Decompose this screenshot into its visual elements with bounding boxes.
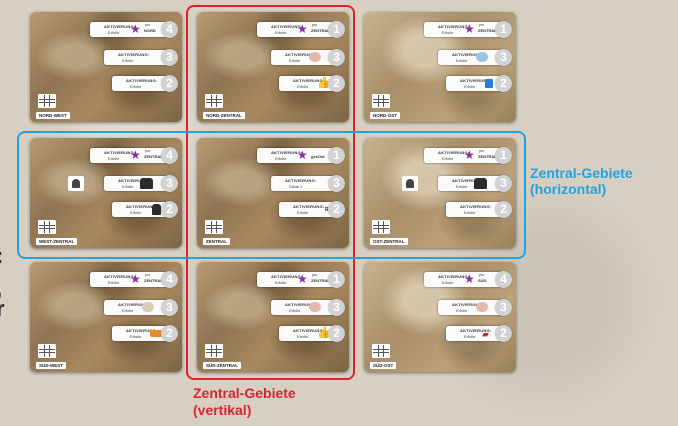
grid-icon (38, 94, 56, 108)
star-icon: ★ (130, 22, 141, 36)
row-tag: ZENTRAL (144, 278, 163, 283)
region-label: NORD-OST (370, 112, 400, 119)
row-caption: AKTIVIERUNG: (118, 52, 149, 57)
vertical-label-line1: Zentral-Gebiete (193, 385, 296, 402)
grid-icon (38, 344, 56, 358)
horizontal-label-line1: Zentral-Gebiete (530, 165, 633, 181)
activation-row-3: AKTIVIERUNG:Erfolle 2 (112, 76, 176, 91)
number-badge: 3 (161, 299, 178, 316)
pink-token-icon (476, 302, 488, 312)
row-sub: Erfolle (122, 58, 133, 63)
activation-row-2: AKTIVIERUNG:Erfolle3 (438, 300, 510, 315)
row-tag: SÜD (478, 278, 486, 283)
row-sub: Erfolle (108, 30, 119, 35)
card-sued-ost: AKTIVIERUNG:Erfolle★proSÜD4 AKTIVIERUNG:… (364, 262, 516, 372)
number-badge: 2 (495, 75, 512, 92)
number-badge: 2 (495, 325, 512, 342)
row-sub: Erfolle (130, 334, 141, 339)
blue-card-icon (485, 79, 493, 88)
row-pro: pro (479, 23, 484, 27)
row-pro: pro (479, 273, 484, 277)
edge-char-r: r (0, 298, 5, 320)
card-sued-west: AKTIVIERUNG:Erfolle★proZENTRAL4 AKTIVIER… (30, 262, 182, 372)
grid-icon (372, 94, 390, 108)
vertical-label-line2: (vertikal) (193, 402, 296, 419)
number-badge: 2 (161, 325, 178, 342)
row-sub: Erfolle (442, 30, 453, 35)
activation-row-2: AKTIVIERUNG:Erfolle 3 (104, 50, 176, 65)
row-sub: Erfolle (464, 84, 475, 89)
horizontal-label-line2: (horizontal) (530, 181, 633, 197)
number-badge: 2 (161, 75, 178, 92)
number-badge: 4 (161, 271, 178, 288)
number-badge: 3 (161, 49, 178, 66)
horizontal-highlight-box (17, 131, 526, 259)
number-badge: 4 (495, 271, 512, 288)
row-caption: AKTIVIERUNG: (126, 78, 157, 83)
row-pro: pro (145, 23, 150, 27)
row-sub: Erfolle (130, 84, 141, 89)
number-badge: 1 (495, 21, 512, 38)
row-sub: Erfolle (108, 280, 119, 285)
row-sub: Erfolle (442, 280, 453, 285)
activation-row-3: AKTIVIERUNG:Erfolle2 (112, 326, 176, 341)
row-sub: Erfolle (456, 308, 467, 313)
region-label: NORD-WEST (36, 112, 70, 119)
number-badge: 3 (495, 299, 512, 316)
beige-token-icon (142, 302, 154, 312)
star-icon: ★ (464, 22, 475, 36)
row-sub: Erfolle (456, 58, 467, 63)
row-tag: ZENTRAL (478, 28, 497, 33)
number-badge: 4 (161, 21, 178, 38)
star-icon: ★ (130, 272, 141, 286)
activation-row-3: AKTIVIERUNG:Erfolle▰2 (446, 326, 510, 341)
horizontal-central-label: Zentral-Gebiete (horizontal) (530, 165, 633, 197)
region-label: SÜD-OST (370, 362, 396, 369)
activation-row-2: AKTIVIERUNG:Erfolle3 (104, 300, 176, 315)
vertical-central-label: Zentral-Gebiete (vertikal) (193, 385, 296, 419)
row-sub: Erfolle (464, 334, 475, 339)
row-pro: pro (145, 273, 150, 277)
row-sub: Erfolle (122, 308, 133, 313)
region-label: SÜD-WEST (36, 362, 66, 369)
row-tag: NORD (144, 28, 156, 33)
number-badge: 3 (495, 49, 512, 66)
blue-token-icon (476, 52, 488, 62)
grid-icon (372, 344, 390, 358)
gun-icon: ▰ (482, 329, 489, 339)
edge-char-colon: : (0, 245, 3, 267)
activation-row-1: AKTIVIERUNG:Erfolle★proSÜD4 (424, 272, 510, 287)
star-icon: ★ (464, 272, 475, 286)
